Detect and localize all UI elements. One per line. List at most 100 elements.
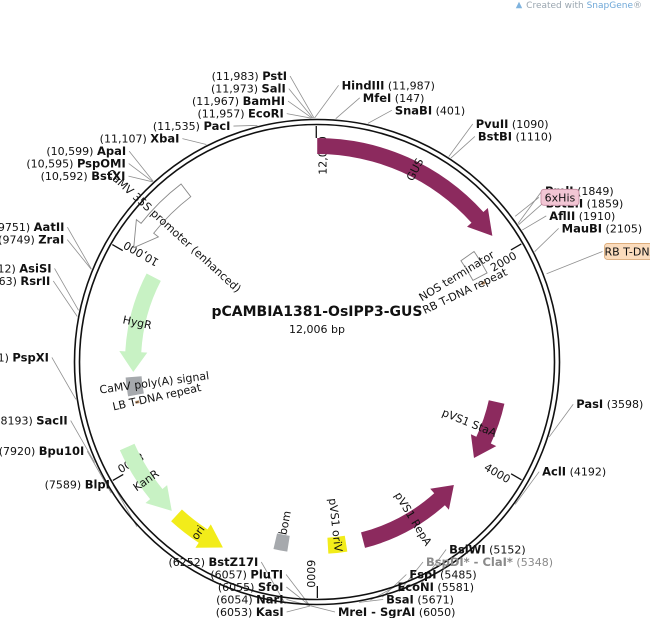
- site-position: (11,987): [384, 79, 435, 92]
- site-bspdi-clai[interactable]: BspDI* - ClaI* (5348): [426, 555, 553, 569]
- site-leader: [534, 228, 559, 252]
- site-leader: [54, 268, 79, 311]
- site-apai[interactable]: (10,599) ApaI: [46, 144, 126, 158]
- site-name: BstZ17I: [209, 555, 259, 569]
- site-blpi[interactable]: (7589) BlpI: [45, 478, 110, 492]
- site-label: AflII (1910): [549, 209, 615, 223]
- site-name: PasI: [576, 397, 603, 411]
- site-sali[interactable]: (11,973) SalI: [211, 82, 286, 96]
- site-bsai[interactable]: BsaI (5671): [386, 593, 454, 607]
- plasmid-name: pCAMBIA1381-OsIPP3-GUS: [211, 304, 422, 320]
- site-bstbi[interactable]: BstBI (1110): [478, 129, 552, 143]
- site-position: (401): [432, 104, 465, 117]
- site-leader: [288, 88, 314, 119]
- site-rsrii[interactable]: (9363) RsrII: [0, 274, 50, 288]
- site-pasi[interactable]: PasI (3598): [576, 397, 643, 411]
- site-xbai[interactable]: (11,107) XbaI: [100, 132, 180, 146]
- feature-shape: [327, 535, 348, 554]
- site-name: MfeI: [363, 91, 392, 105]
- site-pspxi[interactable]: (8711) PspXI: [0, 350, 49, 364]
- site-ecori[interactable]: (11,957) EcoRI: [197, 107, 283, 121]
- site-label: (11,957) EcoRI: [197, 107, 283, 121]
- site-kasi[interactable]: (6053) KasI: [216, 605, 284, 618]
- site-aflii[interactable]: AflII (1910): [549, 209, 615, 223]
- site-sacii[interactable]: (8193) SacII: [0, 414, 68, 428]
- site-pluti[interactable]: (6057) PluTI: [210, 568, 283, 582]
- badge-label: RB T-DNA repeat: [605, 245, 650, 258]
- feature-bom[interactable]: bom: [273, 510, 294, 552]
- site-leader: [289, 75, 315, 119]
- site-name: BstBI: [478, 129, 512, 143]
- site-mfei[interactable]: MfeI (147): [363, 91, 425, 105]
- site-name: SfoI: [258, 580, 283, 594]
- feature-pvs1-repa[interactable]: pVS1 RepA: [361, 484, 454, 549]
- site-psti[interactable]: (11,983) PstI: [212, 69, 287, 83]
- feature-hygr[interactable]: HygR: [119, 273, 161, 373]
- site-bamhi[interactable]: (11,967) BamHI: [192, 94, 285, 108]
- site-leader: [359, 599, 384, 603]
- site-bsiwi[interactable]: BsiWI (5152): [449, 543, 526, 557]
- site-name: PspXI: [12, 350, 48, 364]
- site-bpu10i[interactable]: (7920) Bpu10I: [0, 444, 84, 458]
- feature-pvs1-staa[interactable]: pVS1 StaA: [440, 400, 505, 458]
- site-label: BsiWI (5152): [449, 543, 526, 557]
- site-paci[interactable]: (11,535) PacI: [153, 119, 231, 133]
- site-label: MreI - SgrAI (6050): [338, 605, 455, 618]
- site-pvuii[interactable]: PvuII (1090): [476, 117, 549, 131]
- site-label: AclI (4192): [542, 465, 606, 479]
- ring-inner-line: [78, 123, 556, 601]
- feature-kanr[interactable]: KanR: [119, 443, 172, 511]
- feature-pvs1-oriv[interactable]: pVS1 oriV: [326, 498, 348, 554]
- site-label: (10,592) BstXI: [41, 169, 126, 183]
- site-zrai[interactable]: (9749) ZraI: [0, 233, 64, 247]
- feature-gus[interactable]: GUS: [317, 138, 493, 236]
- site-leader: [128, 150, 154, 182]
- badge-label: 6xHis: [545, 191, 576, 204]
- site-bstz17i[interactable]: (6252) BstZ17I: [168, 555, 258, 569]
- site-name: PluTI: [250, 568, 283, 582]
- site-pspomi[interactable]: (10,595) PspOMI: [26, 157, 125, 171]
- site-sfoi[interactable]: (6055) SfoI: [218, 580, 284, 594]
- site-position: (9412): [0, 262, 19, 275]
- site-label: FspI (5485): [409, 568, 476, 582]
- site-fspi[interactable]: FspI (5485): [409, 568, 476, 582]
- site-label: (7920) Bpu10I: [0, 444, 84, 458]
- feature-shape: [119, 273, 161, 373]
- site-name: AatII: [34, 220, 65, 234]
- site-label: (9363) RsrII: [0, 274, 50, 288]
- site-nari[interactable]: (6054) NarI: [216, 593, 283, 607]
- site-maubi[interactable]: MauBI (2105): [562, 221, 643, 235]
- site-hindiii[interactable]: HindIII (11,987): [342, 78, 435, 92]
- site-snabi[interactable]: SnaBI (401): [395, 103, 465, 117]
- feature-ori[interactable]: ori: [171, 509, 223, 548]
- site-position: (5581): [434, 581, 474, 594]
- site-leader: [514, 471, 540, 505]
- site-name: AsiSI: [19, 261, 51, 275]
- badge-box: [540, 188, 580, 206]
- site-label: (6057) PluTI: [210, 568, 283, 582]
- site-leader: [182, 138, 207, 145]
- site-econi[interactable]: EcoNI (5581): [397, 580, 474, 594]
- site-acli[interactable]: AclI (4192): [542, 465, 606, 479]
- site-position: (9363): [0, 275, 20, 288]
- site-name: BstXI: [91, 169, 125, 183]
- site-mrei-sgrai[interactable]: MreI - SgrAI (6050): [338, 605, 455, 618]
- site-label: (11,983) PstI: [212, 69, 287, 83]
- site-name: PvuII: [476, 117, 509, 131]
- site-label: BspDI* - ClaI* (5348): [426, 555, 553, 569]
- feature-camv-35s-promoter-enhanced[interactable]: CaMV 35S promoter (enhanced): [104, 167, 244, 296]
- site-label: (10,595) PspOMI: [26, 157, 125, 171]
- site-name: BsaI: [386, 593, 414, 607]
- badge-6xhis[interactable]: 6xHis: [514, 188, 580, 217]
- site-bstxi[interactable]: (10,592) BstXI: [41, 169, 126, 183]
- site-leader: [86, 451, 112, 494]
- site-leader: [522, 215, 547, 231]
- site-asisi[interactable]: (9412) AsiSI: [0, 261, 52, 275]
- site-leader: [128, 163, 153, 182]
- site-aatii[interactable]: (9751) AatII: [0, 220, 64, 234]
- ring-outer-line: [73, 118, 561, 606]
- site-name: HindIII: [342, 78, 385, 92]
- badge-rb-t-dna-repeat[interactable]: RB T-DNA repeat: [546, 243, 650, 275]
- site-leader: [286, 113, 311, 119]
- site-name: AflII: [549, 209, 575, 223]
